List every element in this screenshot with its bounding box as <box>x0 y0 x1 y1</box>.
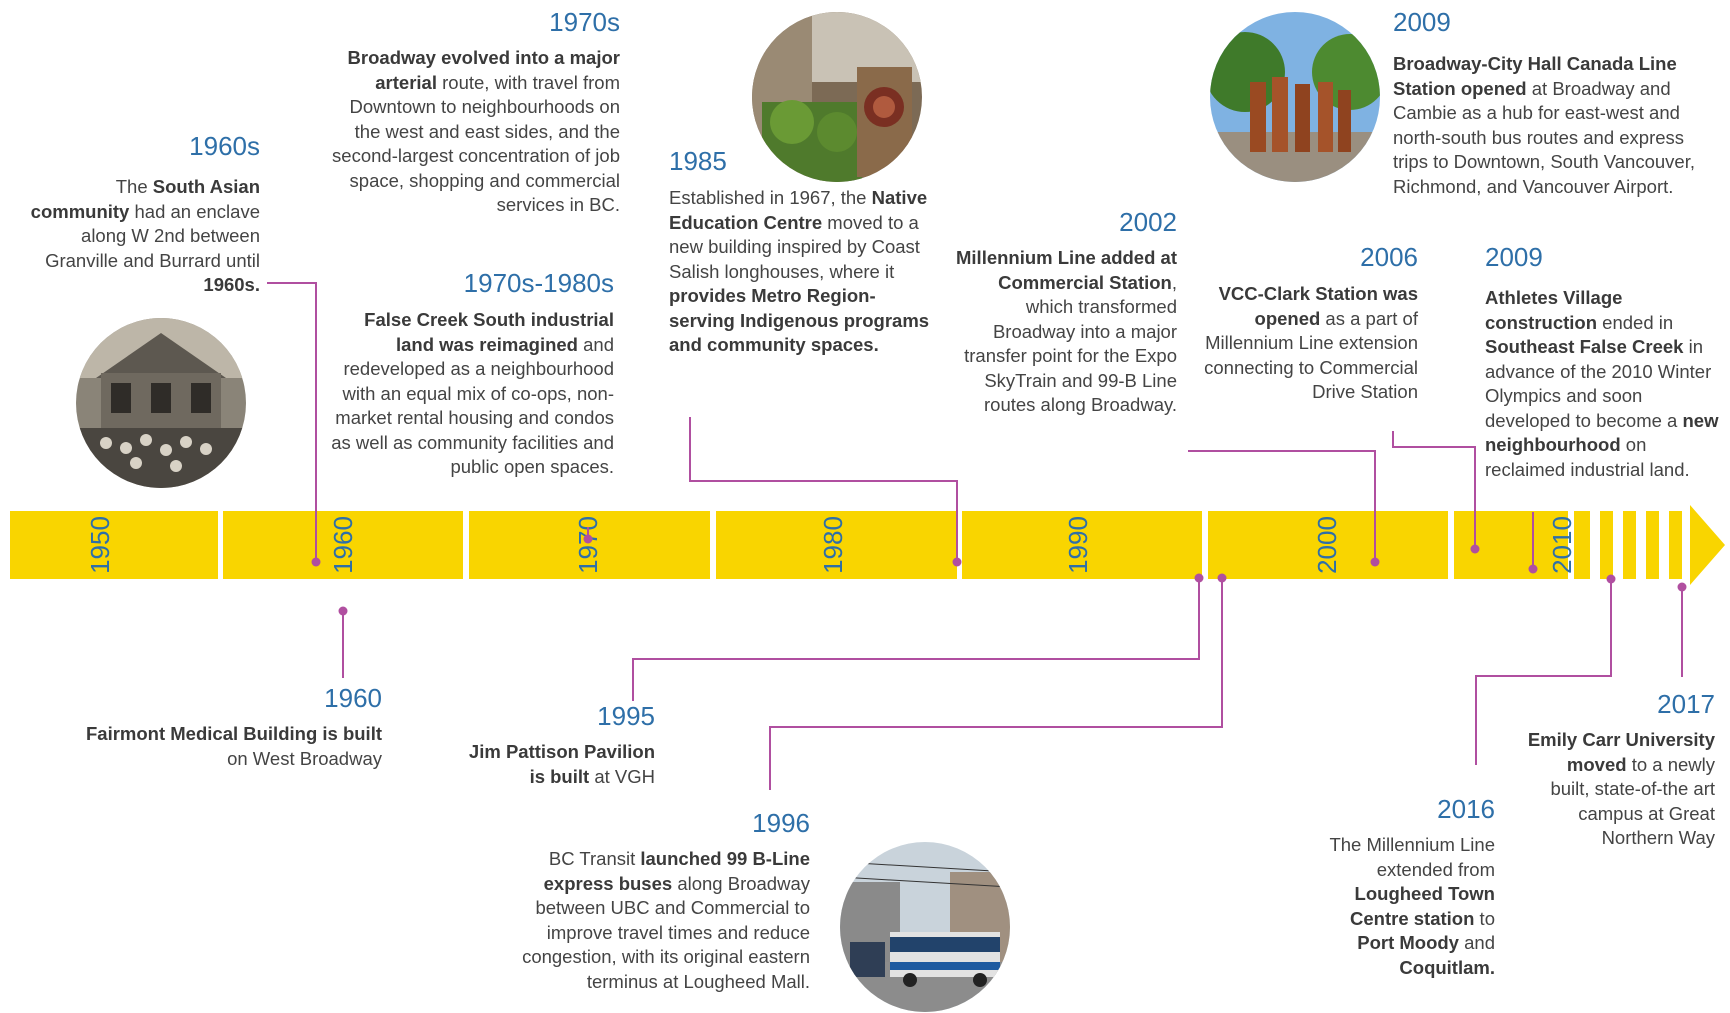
connector-dot <box>1470 544 1480 554</box>
year-label-2002: 2002 <box>1119 207 1177 237</box>
timeline-arrowhead <box>1690 505 1725 585</box>
year-label-2009-athletes-village: 2009 <box>1485 242 1543 272</box>
year-label-2006: 2006 <box>1360 242 1418 272</box>
year-label-1960s: 1960s <box>189 131 260 161</box>
connector-line <box>689 417 958 562</box>
decade-label: 1950 <box>85 516 115 574</box>
decade-label: 1980 <box>818 516 848 574</box>
connector-lines <box>267 282 1687 790</box>
year-label-2016: 2016 <box>1437 794 1495 824</box>
connector-dot <box>583 534 593 544</box>
timeline-bar-segment <box>1600 511 1613 579</box>
event-text-1970s: Broadway evolved into a major arterial r… <box>332 47 620 215</box>
event-text-1960s: The South Asian community had an enclave… <box>30 176 260 295</box>
event-text-2017: Emily Carr University moved to a newly b… <box>1527 729 1715 848</box>
year-label-1970s-1980s: 1970s-1980s <box>463 268 614 298</box>
year-label-1985: 1985 <box>669 146 727 176</box>
timeline-bar-segment <box>1208 511 1448 579</box>
year-label-1996: 1996 <box>752 808 810 838</box>
event-text-2006: VCC-Clark Station was opened as a part o… <box>1204 283 1418 402</box>
photo-south-asian-community <box>76 318 246 488</box>
year-label-2009-canada-line: 2009 <box>1393 7 1451 37</box>
photo-canada-line-station <box>1210 12 1380 182</box>
connector-line <box>1188 450 1376 562</box>
bus-street-photo <box>840 842 1010 1012</box>
historic-building-photo <box>76 318 246 488</box>
timeline-bar-segment <box>469 511 710 579</box>
event-text-1960: Fairmont Medical Building is built on We… <box>85 723 382 769</box>
connector-line <box>632 578 1200 701</box>
event-text-1970s-1980s: False Creek South industrial land was re… <box>331 309 614 477</box>
decade-label: 1990 <box>1063 516 1093 574</box>
timeline-bar-segment <box>223 511 463 579</box>
year-label-2017: 2017 <box>1657 689 1715 719</box>
connector-line <box>769 578 1223 790</box>
longhouse-photo <box>752 12 922 182</box>
timeline-bar-segment <box>716 511 957 579</box>
event-text-2002: Millennium Line added at Commercial Stat… <box>956 247 1177 415</box>
timeline-bar-segment <box>1574 511 1590 579</box>
connector-dot <box>1528 564 1538 574</box>
connector-dot <box>952 557 962 567</box>
event-text-2009-athletes-village: Athletes Village construction ended in S… <box>1485 287 1719 480</box>
sculpture-plaza-photo <box>1210 12 1380 182</box>
connector-line <box>1392 431 1476 549</box>
decade-label: 1960 <box>328 516 358 574</box>
timeline-bar-segment <box>1623 511 1636 579</box>
connector-dot <box>1677 582 1687 592</box>
connector-dot <box>1194 573 1204 583</box>
connector-line <box>267 282 317 562</box>
connector-line <box>1475 579 1612 765</box>
photo-native-education-centre <box>752 12 922 182</box>
photo-b-line-bus <box>840 842 1010 1012</box>
timeline-bar <box>10 505 1725 585</box>
decade-label: 2010 <box>1547 516 1577 574</box>
connector-dot <box>1370 557 1380 567</box>
timeline-bar-segment <box>1646 511 1659 579</box>
timeline-bar-segment <box>962 511 1202 579</box>
timeline-bar-segment <box>1669 511 1682 579</box>
connector-dot <box>338 606 348 616</box>
year-label-1960: 1960 <box>324 683 382 713</box>
year-label-1995: 1995 <box>597 701 655 731</box>
event-text-1995: Jim Pattison Pavilion is built at VGH <box>468 741 655 787</box>
decade-label: 1970 <box>573 516 603 574</box>
connector-dot <box>1606 574 1616 584</box>
event-text-1985: Established in 1967, the Native Educatio… <box>669 187 930 355</box>
event-text-1996: BC Transit launched 99 B-Line express bu… <box>522 848 810 992</box>
event-text-2016: The Millennium Line extended from Loughe… <box>1329 834 1495 978</box>
timeline-bar-segment <box>10 511 218 579</box>
decade-label: 2000 <box>1312 516 1342 574</box>
connector-dot <box>1217 573 1227 583</box>
decade-labels: 1950 1960 1970 1980 1990 2000 2010 <box>85 516 1577 574</box>
event-text-2009-canada-line: Broadway-City Hall Canada Line Station o… <box>1393 53 1695 197</box>
year-label-1970s: 1970s <box>549 7 620 37</box>
connector-dot <box>311 557 321 567</box>
